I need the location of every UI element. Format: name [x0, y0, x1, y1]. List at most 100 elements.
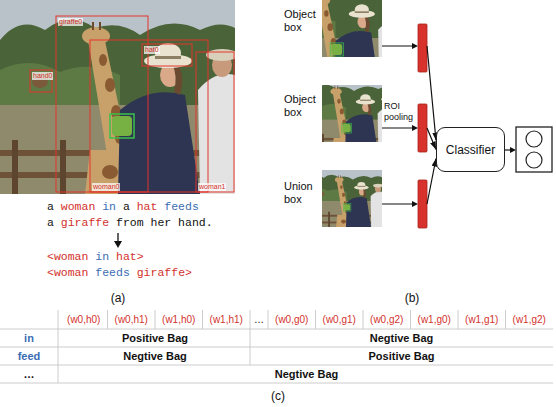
connector [382, 159, 436, 205]
label-holder: woman1 [198, 182, 238, 191]
column-header: (w1,g2) [513, 314, 546, 326]
caption-line: <woman in hat> [47, 250, 144, 264]
box-tag: hat0 [144, 46, 160, 54]
label-holder: (w1,h1) [203, 310, 251, 329]
caption-line: <womanfeedsgiraffe> [47, 266, 192, 280]
illustration-part [310, 169, 383, 229]
label-holder: … [0, 365, 58, 383]
illustration-part [418, 24, 427, 72]
label-holder: (w1,g1) [458, 310, 506, 329]
illustration-part [412, 125, 418, 131]
photo [0, 0, 238, 194]
bag-cell: Negtive Bag [370, 332, 434, 345]
roi-thumbnail: Union box [284, 170, 382, 227]
output-box [505, 127, 552, 172]
illustration-part [510, 147, 516, 153]
illustration-part [268, 310, 269, 329]
panel-label: (c) [271, 389, 285, 403]
panel-label: (a) [111, 291, 126, 305]
column-header: (w0,g1) [323, 314, 356, 326]
box-tag: woman0 [92, 183, 120, 191]
box-tag: giraffe0 [58, 18, 83, 26]
illustration-part [526, 131, 542, 147]
feature-bars [412, 24, 427, 228]
illustration-part [202, 310, 203, 329]
label-holder: (b) [392, 290, 432, 306]
illustration-part [155, 310, 156, 329]
box-caption: Object box [284, 8, 321, 34]
label-holder: Positive Bag [250, 347, 553, 365]
illustration-part [0, 365, 553, 366]
column-header: (w0,h0) [67, 314, 100, 326]
caption-word: a [47, 216, 54, 229]
illustration-part [412, 43, 418, 49]
bag-cell: Negtive Bag [275, 368, 339, 381]
caption-line: awomaninahatfeeds [47, 200, 199, 214]
illustration-part [270, 0, 400, 87]
row-header: in [24, 332, 34, 345]
caption-word: a [123, 200, 130, 213]
illustration-part [114, 241, 122, 248]
caption-word: hat [137, 200, 158, 213]
bag-cell: Positive Bag [368, 350, 434, 363]
illustration-part [418, 104, 427, 152]
label-holder: (w0,h0) [60, 310, 108, 329]
box-tag: hand0 [32, 72, 53, 80]
label-holder: in [0, 329, 58, 347]
column-header: (w1,h1) [210, 314, 243, 326]
connector [382, 128, 436, 150]
connector [382, 46, 436, 141]
box-caption: Object box [284, 93, 321, 119]
illustration-part [142, 44, 192, 66]
column-header: (w0,g2) [370, 314, 403, 326]
label-holder: (a) [98, 290, 138, 306]
illustration-part [310, 169, 383, 229]
table-grid [0, 310, 553, 383]
classifier-box: Classifier [436, 127, 505, 172]
illustration-part [0, 329, 553, 330]
panel-label: (b) [405, 291, 420, 305]
box-caption: Union box [284, 180, 321, 206]
label-holder: woman0 [92, 182, 132, 191]
label-holder: (w0,g2) [363, 310, 411, 329]
label-holder: … [250, 310, 268, 329]
roi-thumbnail: Object box [284, 0, 382, 57]
illustration-part [297, 77, 394, 156]
caption-word: from her hand. [116, 216, 213, 229]
label-holder: hat0 [144, 45, 184, 54]
caption-word: <woman [47, 266, 88, 279]
label-holder: (w0,h1) [108, 310, 156, 329]
illustration-part [363, 310, 364, 329]
caption-word: <woman [47, 250, 88, 263]
label-holder: (w1,g2) [506, 310, 554, 329]
caption-word: in [102, 200, 116, 213]
column-header: (w1,g1) [465, 314, 498, 326]
caption-word: in [95, 250, 109, 263]
label-holder: (w1,h0) [155, 310, 203, 329]
box-tag: woman1 [198, 183, 226, 191]
label-holder: feed [0, 347, 58, 365]
illustration-part [0, 0, 238, 194]
illustration-part [117, 233, 118, 242]
illustration-part [30, 16, 234, 192]
label-holder: (w1,g0) [411, 310, 459, 329]
column-header: (w1,h0) [162, 314, 195, 326]
illustration-part [505, 310, 506, 329]
illustration-part [90, 40, 208, 192]
illustration-part [0, 383, 553, 384]
label-holder: Negtive Bag [60, 365, 553, 383]
label-holder: (w0,g1) [316, 310, 364, 329]
down-arrow [114, 233, 122, 248]
illustration-part [250, 310, 251, 365]
illustration-part [196, 52, 234, 192]
caption-word: hat> [116, 250, 144, 263]
illustration-part [410, 310, 411, 329]
classifier-text: Classifier [446, 143, 495, 157]
roi-thumbnail: Object box [284, 85, 382, 142]
label-holder: (c) [258, 388, 298, 404]
caption-word: giraffe [61, 216, 109, 229]
illustration-part [516, 127, 552, 172]
caption-word: woman [61, 200, 96, 213]
column-header: (w0,g0) [275, 314, 308, 326]
